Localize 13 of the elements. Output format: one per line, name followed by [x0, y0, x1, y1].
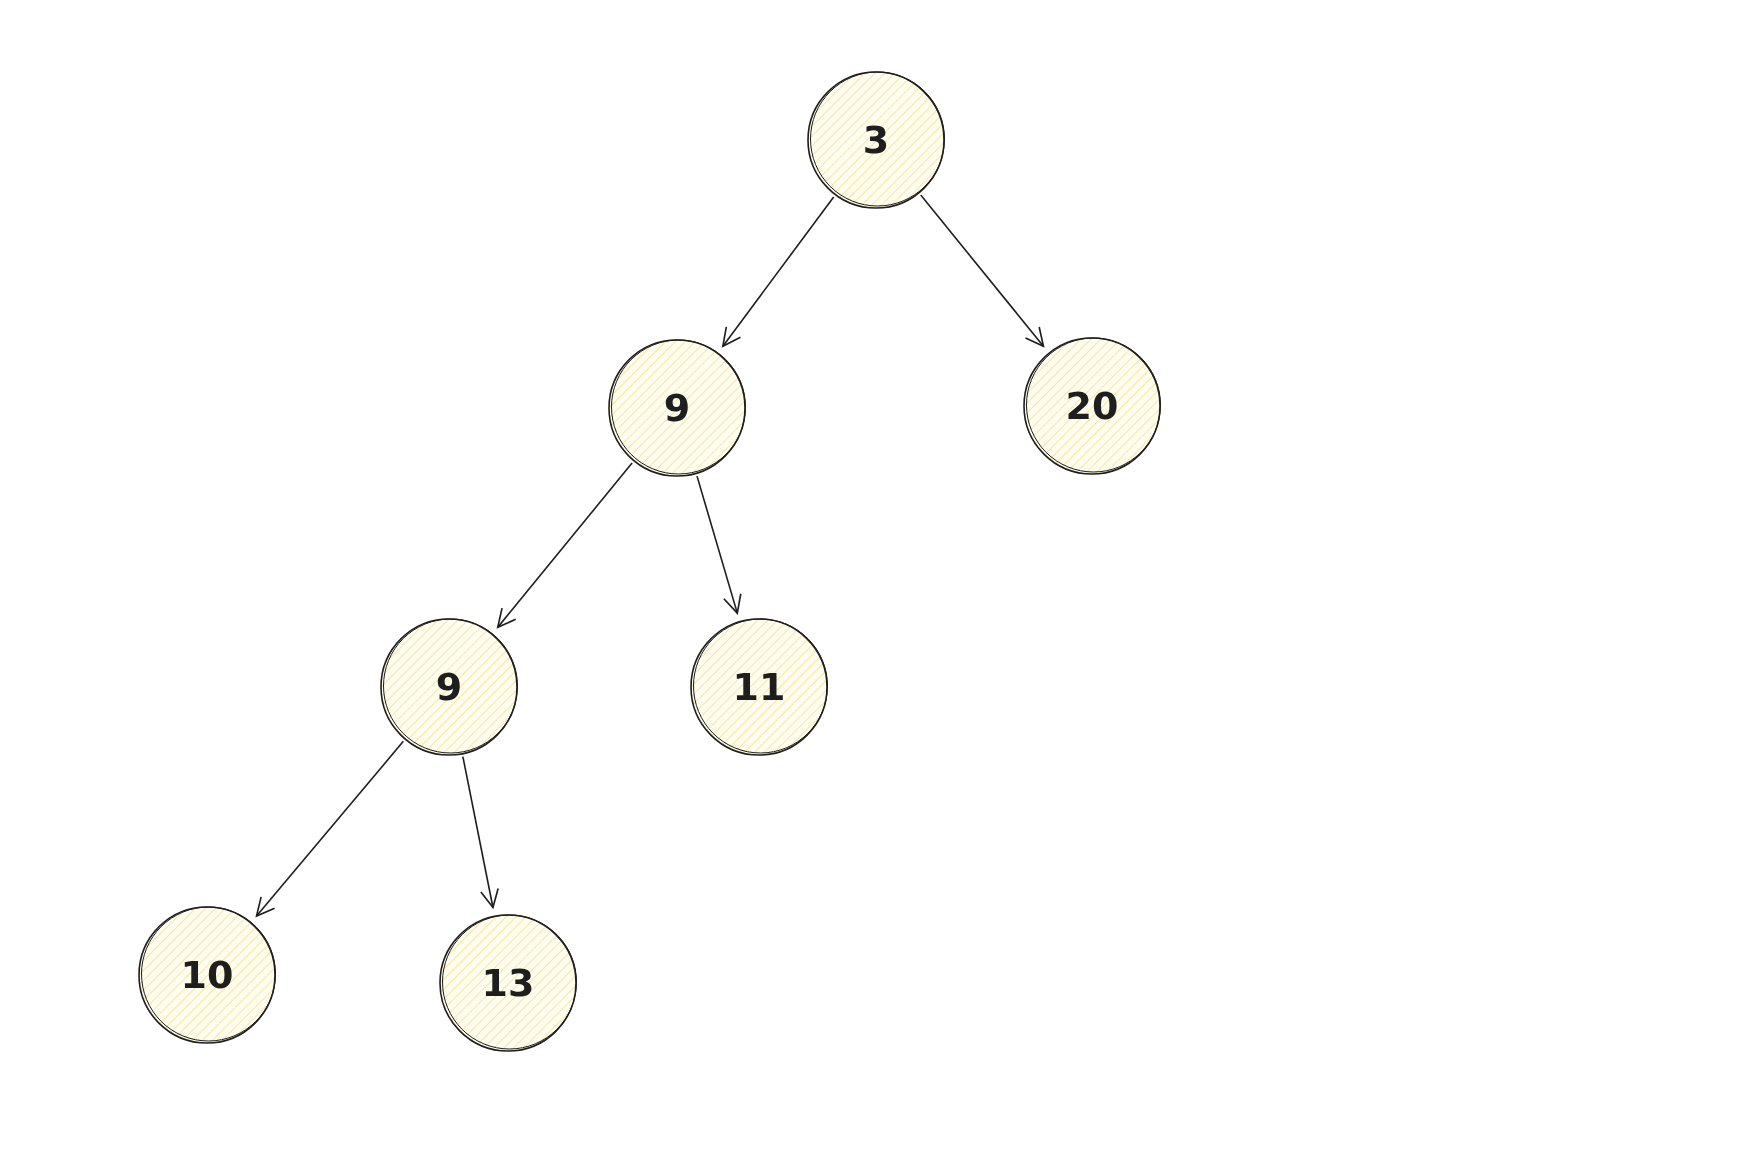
arrow — [722, 196, 835, 347]
arrow — [255, 740, 405, 917]
node-label: 3 — [862, 118, 890, 162]
node-label: 20 — [1065, 384, 1119, 428]
node-label: 11 — [732, 665, 786, 709]
arrow — [496, 462, 633, 629]
arrow — [919, 194, 1045, 348]
node-label: 13 — [481, 961, 535, 1005]
node-label: 9 — [663, 386, 691, 430]
node-label: 10 — [180, 953, 234, 997]
arrow — [696, 475, 742, 614]
arrow — [462, 755, 499, 909]
node-label: 9 — [435, 665, 463, 709]
